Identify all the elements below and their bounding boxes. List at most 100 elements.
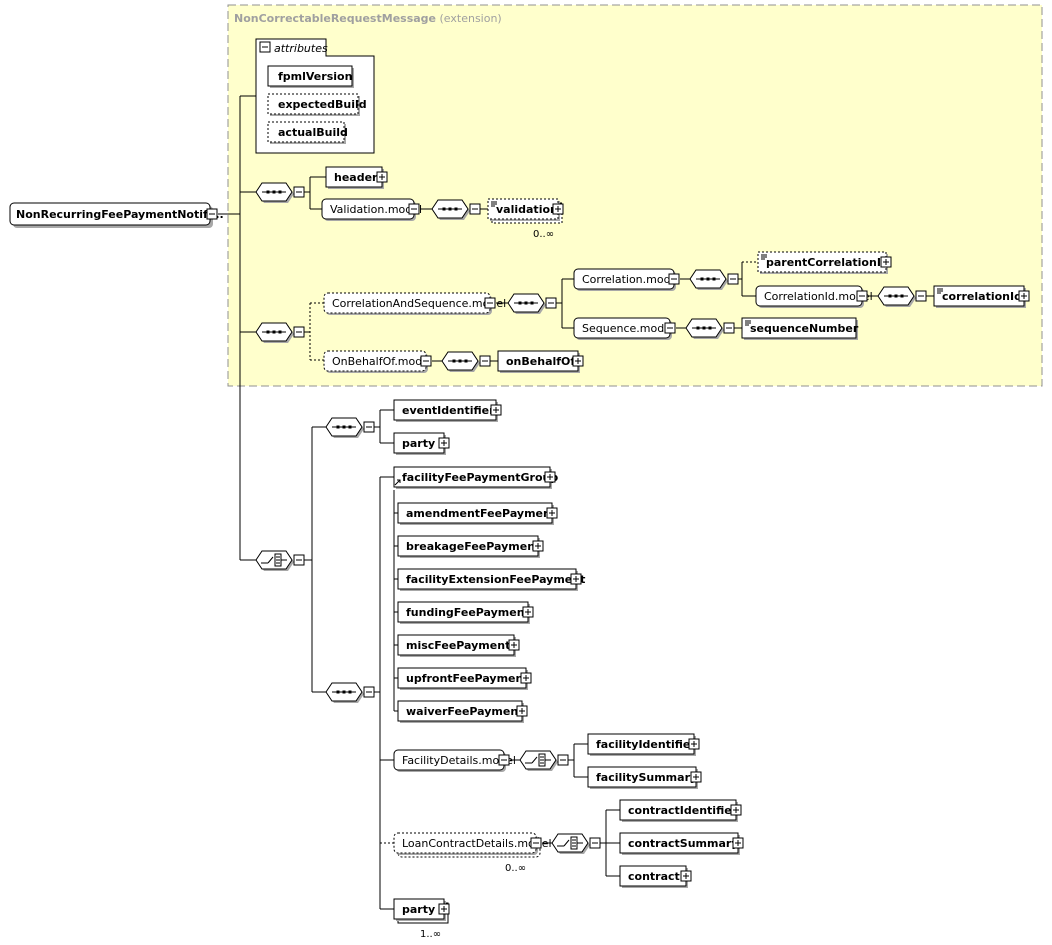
correlation-and-sequence-model-group-collapse-toggle[interactable] [484, 297, 496, 309]
fee-payment-element-misc-fee-payment[interactable]: miscFeePayment [397, 634, 516, 657]
correlation-id-model-group[interactable]: CorrelationId.model [755, 285, 873, 308]
correlation-id-sequence-collapse-toggle[interactable] [915, 290, 927, 302]
facility-details-choice[interactable] [519, 750, 558, 771]
facility-fee-payment-group-element-expand-toggle[interactable] [544, 471, 556, 483]
fee-payment-element-waiver-fee-payment[interactable]: waiverFeePayment [397, 700, 524, 723]
correlation-model-group-label: Correlation.model [582, 273, 680, 286]
fee-payment-element-upfront-fee-payment-label: upfrontFeePayment [406, 672, 529, 685]
parent-correlation-id-element[interactable]: parentCorrelationId [757, 251, 889, 274]
correlation-and-sequence-sequence-collapse-toggle[interactable] [545, 297, 557, 309]
correlation-model-sequence-collapse-toggle[interactable] [727, 273, 739, 285]
fee-payment-element-breakage-fee-payment-expand-toggle[interactable] [532, 540, 544, 552]
party-bottom-element-expand-toggle[interactable] [438, 903, 450, 915]
contract-identifier-element[interactable]: contractIdentifier [619, 799, 738, 822]
event-identifier-element-expand-toggle[interactable] [490, 404, 502, 416]
fee-payment-element-waiver-fee-payment-expand-toggle[interactable] [516, 705, 528, 717]
on-behalf-of-element-expand-toggle[interactable] [572, 355, 584, 367]
correlation-model-sequence[interactable] [689, 269, 728, 290]
on-behalf-of-sequence-collapse-toggle[interactable] [479, 355, 491, 367]
correlation-and-sequence-sequence[interactable] [507, 293, 546, 314]
attributes-collapse-toggle[interactable] [259, 41, 271, 53]
fee-payment-element-amendment-fee-payment-expand-toggle[interactable] [546, 507, 558, 519]
party-element-expand-toggle[interactable] [438, 437, 450, 449]
contract-identifier-element-expand-toggle[interactable] [730, 804, 742, 816]
on-behalf-of-element[interactable]: onBehalfOf [497, 350, 580, 373]
fee-payment-element-upfront-fee-payment-expand-toggle[interactable] [520, 672, 532, 684]
contract-identifier-element-label: contractIdentifier [628, 804, 738, 817]
facility-identifier-element-expand-toggle[interactable] [688, 738, 700, 750]
sequence-model-group[interactable]: Sequence.model [573, 317, 674, 340]
loan-contract-choice-collapse-toggle[interactable] [589, 837, 601, 849]
correlation-id-sequence[interactable] [877, 286, 916, 307]
facility-summary-element-expand-toggle[interactable] [690, 771, 702, 783]
main-choice[interactable] [255, 550, 294, 571]
validation-sequence[interactable] [431, 199, 470, 220]
correlation-sequence-collapse-toggle[interactable] [293, 326, 305, 338]
header-element-expand-toggle[interactable] [376, 171, 388, 183]
fee-payment-element-funding-fee-payment[interactable]: fundingFeePayment [397, 601, 530, 624]
on-behalf-of-sequence[interactable] [441, 351, 480, 372]
on-behalf-of-element-label: onBehalfOf [506, 355, 575, 368]
facility-details-choice-collapse-toggle[interactable] [557, 754, 569, 766]
correlation-model-group-collapse-toggle[interactable] [668, 273, 680, 285]
fee-payment-element-upfront-fee-payment[interactable]: upfrontFeePayment [397, 667, 529, 690]
event-identifier-element-label: eventIdentifier [402, 404, 495, 417]
sequence-model-group-collapse-toggle[interactable] [664, 322, 676, 334]
facility-fee-payment-group-element[interactable]: facilityFeePaymentGroup [393, 466, 558, 489]
contract-element[interactable]: contract [619, 865, 688, 888]
header-sequence[interactable] [255, 182, 294, 203]
validation-model-group-collapse-toggle[interactable] [408, 203, 420, 215]
validation-element[interactable]: validation [487, 198, 563, 224]
party-bottom-element[interactable]: party [393, 898, 449, 924]
main-choice-collapse-toggle[interactable] [293, 554, 305, 566]
event-identifier-element[interactable]: eventIdentifier [393, 399, 498, 422]
facility-identifier-element[interactable]: facilityIdentifier [587, 733, 696, 756]
attribute-actualbuild[interactable]: actualBuild [267, 121, 348, 144]
on-behalf-of-model-group-collapse-toggle[interactable] [420, 355, 432, 367]
attribute-expectedbuild[interactable]: expectedBuild [267, 93, 367, 116]
header-sequence-collapse-toggle[interactable] [293, 186, 305, 198]
root-collapse-toggle[interactable] [206, 208, 218, 220]
fee-payment-element-facility-extension-fee-payment[interactable]: facilityExtensionFeePayment [397, 568, 585, 591]
loan-contract-details-model-group-collapse-toggle[interactable] [530, 837, 542, 849]
party-element[interactable]: party [393, 432, 446, 455]
correlation-id-element-expand-toggle[interactable] [1018, 290, 1030, 302]
svg-text:expectedBuild: expectedBuild [278, 98, 367, 111]
fee-payment-element-misc-fee-payment-expand-toggle[interactable] [508, 639, 520, 651]
fee-payment-element-breakage-fee-payment[interactable]: breakageFeePayment [397, 535, 540, 558]
parent-correlation-id-element-expand-toggle[interactable] [880, 256, 892, 268]
contract-element-expand-toggle[interactable] [680, 870, 692, 882]
fee-payment-sequence[interactable] [325, 682, 364, 703]
fee-payment-element-funding-fee-payment-expand-toggle[interactable] [522, 606, 534, 618]
validation-sequence-collapse-toggle[interactable] [469, 203, 481, 215]
sequence-number-element[interactable]: sequenceNumber [741, 317, 859, 340]
sequence-model-sequence-collapse-toggle[interactable] [723, 322, 735, 334]
facility-summary-element[interactable]: facilitySummary [587, 766, 698, 789]
on-behalf-of-model-group[interactable]: OnBehalfOf.model [323, 350, 432, 373]
correlation-and-sequence-model-group[interactable]: CorrelationAndSequence.model [323, 292, 506, 315]
validation-model-group[interactable]: Validation.model [321, 198, 422, 221]
correlation-model-group[interactable]: Correlation.model [573, 268, 680, 291]
fee-payment-element-amendment-fee-payment[interactable]: amendmentFeePayment [397, 502, 556, 525]
contract-summary-element[interactable]: contractSummary [619, 832, 740, 855]
facility-details-model-group-collapse-toggle[interactable] [498, 754, 510, 766]
header-element[interactable]: header [325, 166, 384, 189]
validation-element-label: validation [496, 203, 558, 216]
contract-summary-element-expand-toggle[interactable] [732, 837, 744, 849]
event-sequence-collapse-toggle[interactable] [363, 421, 375, 433]
root-element[interactable]: NonRecurringFeePaymentNotifi... [9, 202, 224, 228]
validation-element-expand-toggle[interactable] [552, 203, 564, 215]
correlation-id-model-group-collapse-toggle[interactable] [856, 290, 868, 302]
sequence-model-sequence[interactable] [685, 318, 724, 339]
correlation-id-element[interactable]: correlationId [933, 285, 1026, 308]
facility-details-model-group[interactable]: FacilityDetails.model [393, 749, 516, 772]
correlation-and-sequence-model-group-label: CorrelationAndSequence.model [332, 297, 506, 310]
attribute-fpmlversion[interactable]: fpmlVersion [267, 65, 354, 88]
loan-contract-details-model-group[interactable]: LoanContractDetails.model [393, 832, 552, 858]
event-sequence[interactable] [325, 417, 364, 438]
correlation-sequence[interactable] [255, 322, 294, 343]
fee-payment-element-facility-extension-fee-payment-expand-toggle[interactable] [570, 573, 582, 585]
fee-payment-sequence-collapse-toggle[interactable] [363, 686, 375, 698]
loan-contract-choice[interactable] [551, 833, 590, 854]
